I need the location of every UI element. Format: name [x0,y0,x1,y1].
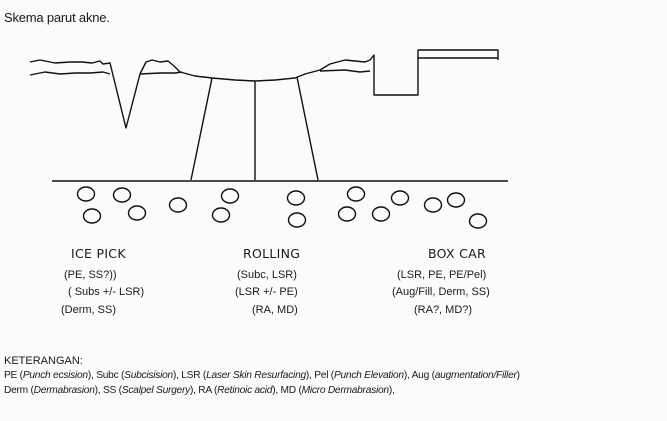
treatment-box-car-2: (Aug/Fill, Derm, SS) [392,286,490,298]
scar-label-rolling: ROLLING [243,246,301,261]
skin-surface-top [29,49,499,129]
fat-cell [446,192,466,208]
legend-entry: Aug (augmentation/Filler) [411,370,520,381]
fat-cell [337,206,357,222]
legend-heading: KETERANGAN: [4,355,83,367]
fat-cell [112,187,132,203]
fat-cell [127,205,147,221]
fat-cell [287,212,307,228]
fat-cells [76,186,488,229]
fat-cell [286,190,306,206]
legend-entry: RA (Retinoic acid), [198,385,278,396]
legend-entry: PE (Punch ecsision), [4,370,94,381]
legend-entry: Pel (Punch Elevation), [314,370,410,381]
rolling-tether-right [296,76,319,181]
treatment-rolling-1: (Subc, LSR) [237,269,297,281]
scar-label-ice-pick: ICE PICK [71,246,126,261]
fat-cell [346,186,366,202]
skin-surface-inner [29,69,371,76]
treatment-ice-pick-2: ( Subs +/- LSR) [68,286,145,298]
skin-cross-section-diagram [29,49,508,229]
fat-cell [371,206,391,222]
fat-cell [168,197,188,213]
fat-cell [423,197,443,213]
fat-cell [76,186,96,202]
legend-entry: Derm (Dermabrasion), [4,385,101,396]
diagram-title: Skema parut akne. [4,10,110,25]
scar-label-box-car: BOX CAR [428,246,486,261]
legend-entry: LSR (Laser Skin Resurfacing), [181,370,312,381]
treatment-box-car-1: (LSR, PE, PE/Pel) [397,269,487,281]
legend-entry: SS (Scalpel Surgery), [102,385,196,396]
treatment-box-car-3: (RA?, MD?) [414,304,473,316]
fat-cell [82,208,102,224]
fat-cell [211,207,231,223]
rolling-tether-left [190,77,213,181]
fat-cell [220,188,240,204]
treatment-rolling-3: (RA, MD) [252,304,298,316]
treatment-ice-pick-1: (PE, SS?)) [64,269,117,281]
fat-cell [468,213,488,229]
legend-text: PE (Punch ecsision), Subc (Subcisision),… [4,368,664,398]
treatment-rolling-2: (LSR +/- PE) [235,286,298,298]
legend-entry: Subc (Subcisision), [96,370,179,381]
legend-entry: MD (Micro Dermabrasion), [280,385,395,396]
fat-cell [390,190,410,206]
treatment-ice-pick-3: (Derm, SS) [61,304,116,316]
